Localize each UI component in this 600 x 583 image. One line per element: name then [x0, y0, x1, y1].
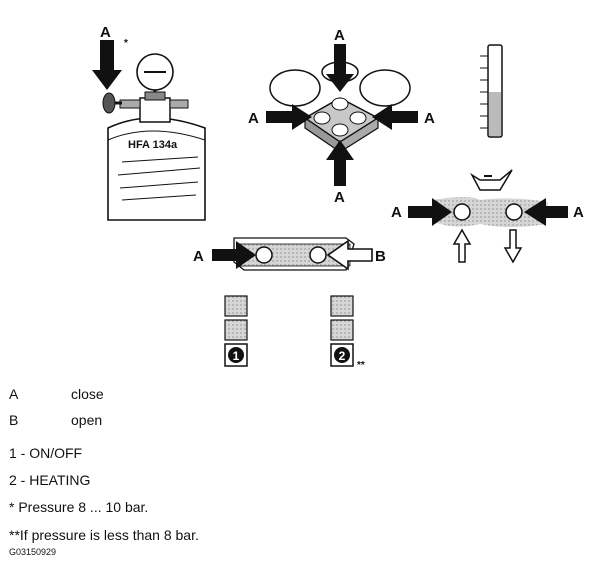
- arrow-down-outline: [503, 229, 523, 264]
- valve-panel: [233, 237, 355, 271]
- arrow-a-left: A: [248, 104, 312, 130]
- arrow-a-cylinder-valve: A *: [92, 24, 128, 90]
- level-scale: [480, 44, 503, 138]
- arrow-label-a: A: [100, 24, 111, 41]
- arrow-a-oil-right: A: [524, 198, 584, 226]
- svg-text:A: A: [424, 110, 435, 127]
- legend-key: A: [9, 386, 19, 402]
- arrow-a-oil-left: A: [391, 198, 452, 226]
- oil-can-icon: [470, 169, 513, 191]
- asterisk-single: *: [124, 38, 128, 49]
- svg-text:A: A: [193, 248, 204, 265]
- legend-key: B: [9, 412, 19, 428]
- switch-2-label: 2: [339, 349, 346, 363]
- arrow-a-valve: A: [193, 241, 256, 269]
- oil-valve-panel: [432, 197, 548, 227]
- service-diagram: HFA 134a A * A A A: [92, 24, 584, 371]
- legend-value: open: [71, 412, 103, 428]
- legend-note-pressure: * Pressure 8 ... 10 bar.: [9, 499, 149, 515]
- arrow-b-valve-outline: B: [326, 239, 386, 271]
- svg-text:A: A: [334, 27, 345, 44]
- switch-column-2: 2 **: [330, 295, 365, 371]
- arrow-up-outline: [452, 228, 472, 263]
- switch-1-label: 1: [233, 349, 240, 363]
- svg-text:A: A: [391, 204, 402, 221]
- arrow-a-right: A: [372, 104, 435, 130]
- arrow-a-top: A: [326, 27, 354, 92]
- legend-value: close: [71, 386, 104, 402]
- figure-code: G03150929: [9, 547, 57, 557]
- arrow-a-bottom: A: [326, 140, 354, 206]
- svg-text:A: A: [248, 110, 259, 127]
- legend-note-2: 2 - HEATING: [9, 472, 91, 488]
- switch-column-1: 1: [224, 295, 248, 367]
- cylinder-label: HFA 134a: [128, 139, 178, 151]
- legend-note-1: 1 - ON/OFF: [9, 445, 83, 461]
- svg-text:A: A: [334, 189, 345, 206]
- svg-text:A: A: [573, 204, 584, 221]
- arrow-label-b: B: [375, 248, 386, 265]
- asterisk-double: **: [357, 360, 365, 371]
- refrigerant-cylinder: HFA 134a: [102, 53, 206, 221]
- legend-note-low-pressure: **If pressure is less than 8 bar.: [9, 527, 199, 543]
